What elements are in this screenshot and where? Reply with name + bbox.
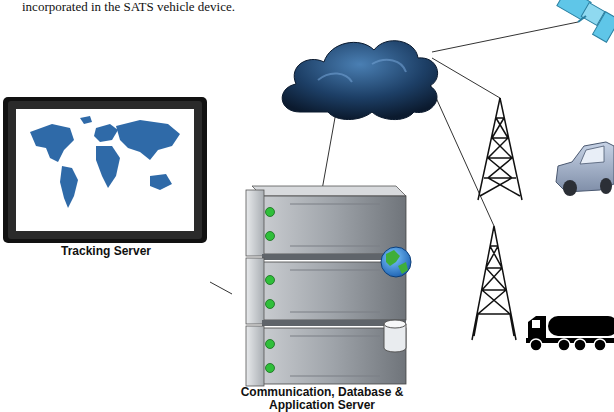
car xyxy=(556,142,614,196)
server-node: Communication, Database & Application Se… xyxy=(232,183,412,412)
monitor-node: Tracking Server xyxy=(2,97,210,285)
database-icon xyxy=(384,320,406,352)
globe-icon xyxy=(381,247,411,277)
internet-cloud xyxy=(282,41,437,120)
radio-tower xyxy=(472,98,522,340)
caption-fragment: incorporated in the SATS vehicle device. xyxy=(22,0,235,14)
tanker-truck xyxy=(526,316,614,351)
tracking-monitor xyxy=(3,97,207,243)
node-label: Tracking Server xyxy=(6,245,206,258)
server-stack xyxy=(246,186,411,386)
node-label: Communication, Database & Application Se… xyxy=(239,386,405,412)
connector-line xyxy=(210,282,232,294)
satellite xyxy=(557,0,614,42)
